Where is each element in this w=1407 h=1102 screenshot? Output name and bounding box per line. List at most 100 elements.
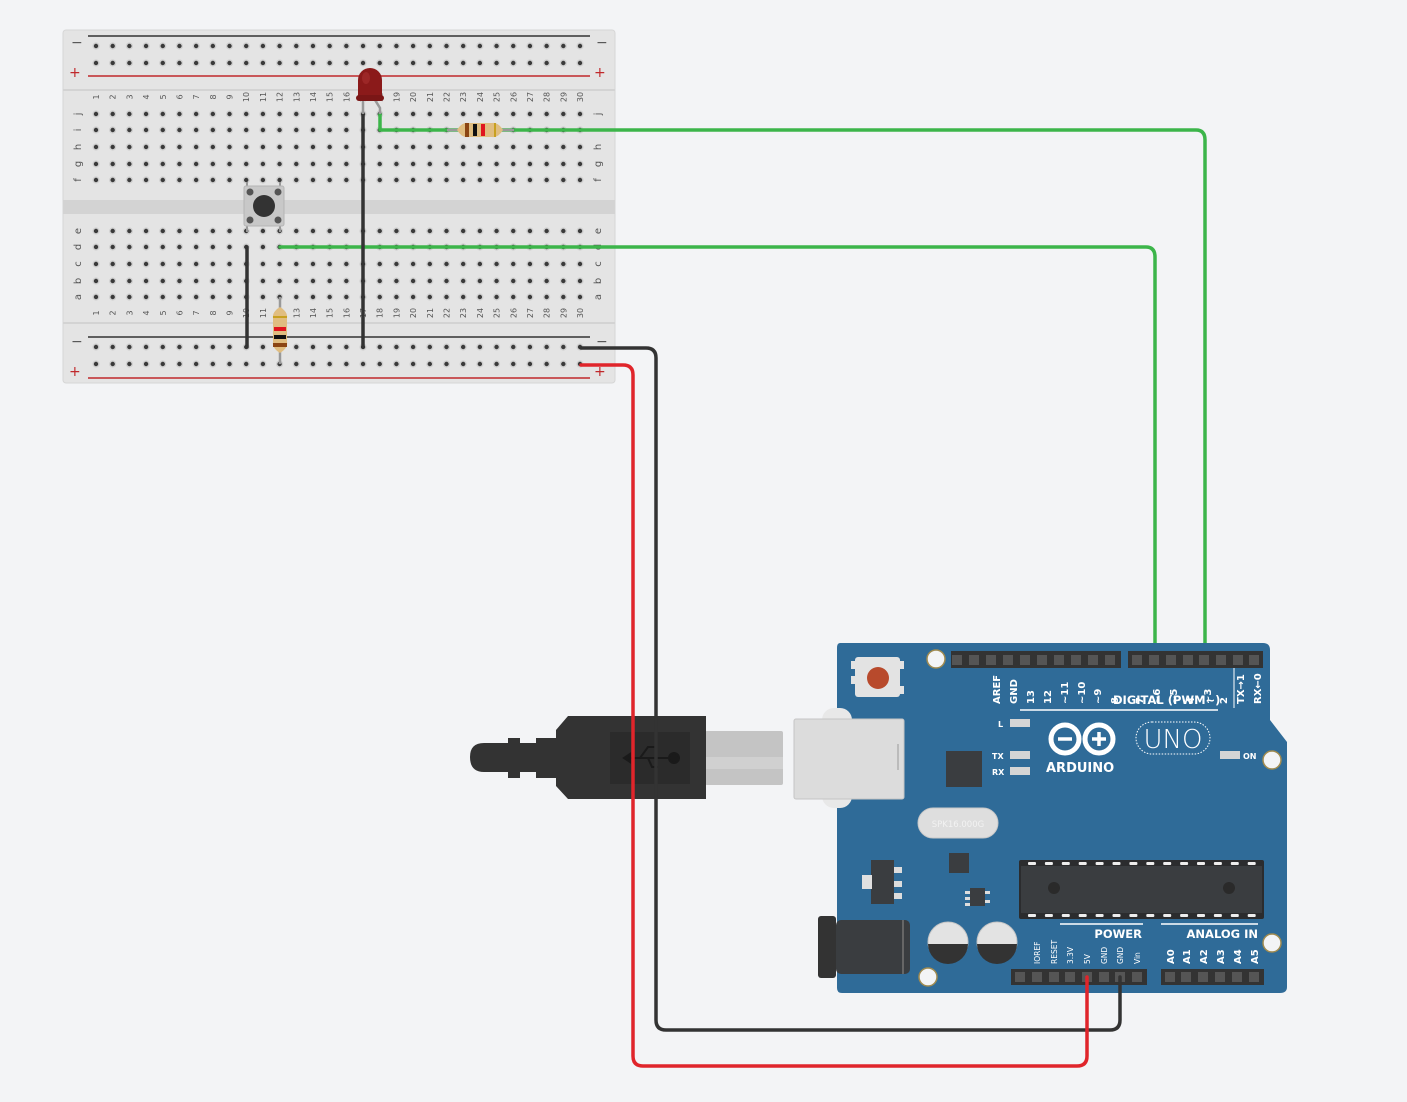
column-number: 25: [493, 92, 502, 102]
column-number: 22: [442, 92, 451, 102]
uno-badge: [1135, 721, 1211, 755]
column-number: 13: [292, 92, 301, 102]
led-red[interactable]: [356, 68, 384, 114]
usb-cable[interactable]: [470, 716, 783, 799]
row-label: e: [593, 228, 604, 234]
row-label: g: [73, 161, 84, 167]
power-label: POWER: [1094, 927, 1142, 941]
led-l-label: L: [998, 720, 1003, 729]
resistor-10k[interactable]: [272, 297, 288, 364]
header-socket[interactable]: [1183, 655, 1193, 665]
row-label: i: [73, 129, 84, 132]
column-number: 5: [159, 310, 168, 315]
row-label: j: [593, 113, 604, 117]
pushbutton-cap[interactable]: [253, 195, 275, 217]
column-number: 7: [192, 310, 201, 315]
power-pin-label: IOREF: [1033, 942, 1042, 964]
row-label: j: [73, 113, 84, 117]
header-socket[interactable]: [1181, 972, 1191, 982]
column-number: 22: [442, 308, 451, 318]
bottom-minus-label-right: −: [596, 334, 608, 350]
digital-pin-label: GND: [1009, 679, 1020, 704]
digital-pin-label: 13: [1026, 690, 1037, 704]
column-number: 4: [142, 310, 151, 315]
led-on-label: ON: [1243, 752, 1257, 761]
header-socket[interactable]: [1049, 972, 1059, 982]
small-chip: [949, 853, 969, 873]
digital-header-right: [1128, 651, 1263, 668]
usb-b-port[interactable]: [793, 718, 905, 800]
header-socket[interactable]: [986, 655, 996, 665]
header-socket[interactable]: [1071, 655, 1081, 665]
header-socket[interactable]: [1054, 655, 1064, 665]
column-number: 29: [559, 92, 568, 102]
column-number: 13: [292, 308, 301, 318]
column-number: 7: [192, 94, 201, 99]
analog-header: [1161, 969, 1264, 985]
analog-pin-label: A3: [1216, 949, 1227, 964]
header-socket[interactable]: [1105, 655, 1115, 665]
column-number: 6: [175, 94, 184, 99]
bottom-minus-label-left: −: [71, 334, 83, 350]
center-channel: [63, 200, 615, 214]
resistor-band-2: [473, 124, 477, 136]
header-socket[interactable]: [1249, 972, 1259, 982]
power-jack[interactable]: [836, 920, 910, 974]
wire-gnd[interactable]: [579, 346, 1122, 1032]
header-socket[interactable]: [969, 655, 979, 665]
header-socket[interactable]: [1032, 972, 1042, 982]
header-socket[interactable]: [1037, 655, 1047, 665]
column-number: 16: [342, 92, 351, 102]
header-socket[interactable]: [1233, 655, 1243, 665]
row-label: h: [593, 144, 604, 150]
header-socket[interactable]: [1132, 655, 1142, 665]
header-socket[interactable]: [1198, 972, 1208, 982]
header-socket[interactable]: [1015, 972, 1025, 982]
analog-pin-label: A4: [1233, 949, 1244, 964]
header-socket[interactable]: [1132, 972, 1142, 982]
wire-5v[interactable]: [579, 363, 1089, 1068]
wire-led-to-pin3[interactable]: [378, 112, 1207, 660]
digital-pin-label: 2: [1219, 697, 1230, 704]
crystal-oscillator: [917, 807, 999, 839]
header-socket[interactable]: [1216, 655, 1226, 665]
pushbutton[interactable]: [243, 182, 285, 232]
resistor-band-2: [274, 327, 286, 331]
header-socket[interactable]: [1003, 655, 1013, 665]
header-socket[interactable]: [1065, 972, 1075, 982]
column-number: 5: [159, 94, 168, 99]
digital-pin-label: ~10: [1077, 682, 1088, 704]
resistor-220ohm[interactable]: [447, 122, 514, 138]
header-socket[interactable]: [952, 655, 962, 665]
top-minus-label-right: −: [596, 35, 608, 51]
header-socket[interactable]: [1232, 972, 1242, 982]
header-socket[interactable]: [1020, 655, 1030, 665]
resistor-band-3: [274, 335, 286, 339]
header-socket[interactable]: [1215, 972, 1225, 982]
column-number: 8: [209, 94, 218, 99]
digital-pin-label: RX←0: [1253, 673, 1264, 704]
column-number: 11: [259, 308, 268, 318]
breadboard[interactable]: − + − + − + − + 112233445566778899101011…: [62, 29, 616, 384]
uno-model: UNO: [1144, 725, 1203, 755]
reset-button[interactable]: [867, 667, 889, 689]
power-header: [1011, 969, 1147, 985]
header-socket[interactable]: [1149, 655, 1159, 665]
led-tx: [1010, 751, 1030, 759]
rail-divider-bottom: [63, 322, 615, 324]
column-number: 23: [459, 308, 468, 318]
column-number: 2: [109, 94, 118, 99]
header-socket[interactable]: [1088, 655, 1098, 665]
wire-button-to-pin6[interactable]: [278, 245, 1157, 660]
header-socket[interactable]: [1199, 655, 1209, 665]
column-number: 15: [326, 308, 335, 318]
header-socket[interactable]: [1099, 972, 1109, 982]
header-socket[interactable]: [1166, 655, 1176, 665]
header-socket[interactable]: [1249, 655, 1259, 665]
top-plus-label-left: +: [69, 65, 81, 81]
header-socket[interactable]: [1165, 972, 1175, 982]
column-number: 10: [242, 92, 251, 102]
column-number: 16: [342, 308, 351, 318]
